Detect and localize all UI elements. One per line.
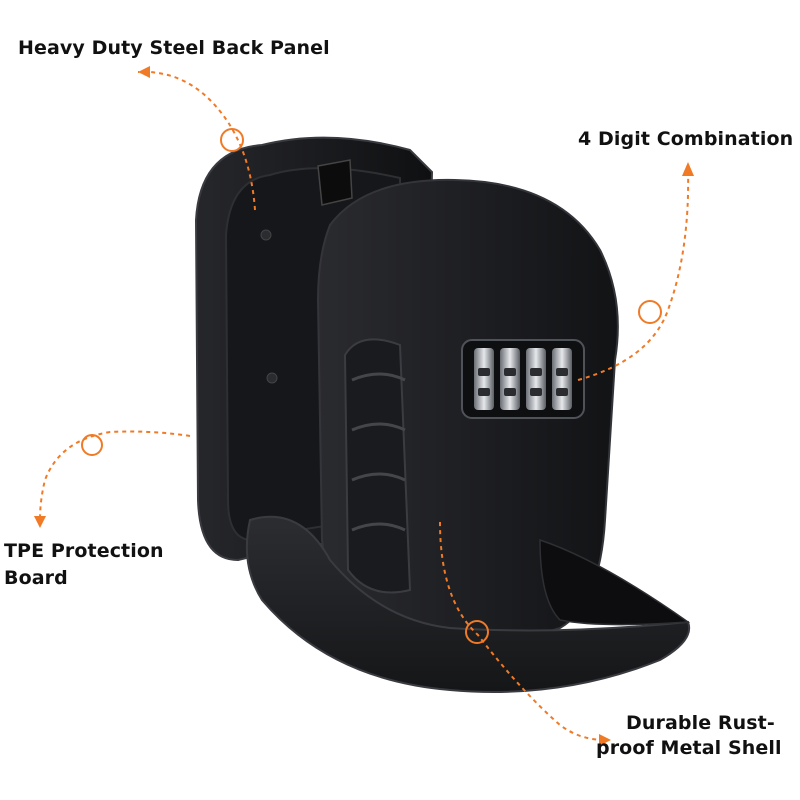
grip-panel <box>343 338 412 594</box>
callout-lines <box>39 70 690 741</box>
callout-line-combination <box>577 167 690 381</box>
mount-screw-icon <box>260 229 272 241</box>
callout-tpe-line2: Board <box>4 567 68 589</box>
callout-shell-line1: Durable Rust- <box>626 712 775 734</box>
circle-marker-icon <box>81 128 662 644</box>
lid-inner-edge <box>539 538 691 626</box>
callout-combination: 4 Digit Combination <box>578 128 794 150</box>
callout-shell-line2: proof Metal Shell <box>596 737 782 759</box>
callout-line-tpe <box>39 430 191 521</box>
callout-line-back-panel <box>137 70 256 211</box>
combination-dials <box>474 348 572 410</box>
callout-tpe-line1: TPE Protection <box>4 540 164 562</box>
arrow-head-icon <box>34 66 694 746</box>
front-lid <box>245 515 691 693</box>
hinge-clip <box>317 159 353 206</box>
mount-screw-icon <box>266 372 278 384</box>
callout-back-panel: Heavy Duty Steel Back Panel <box>18 37 330 59</box>
